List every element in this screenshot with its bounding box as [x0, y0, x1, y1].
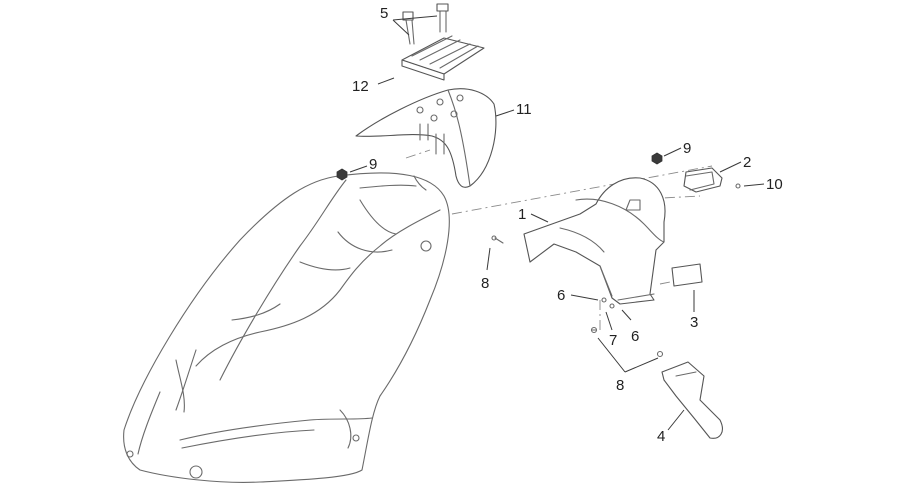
rear-grab-handle: [355, 88, 497, 188]
callout-7: 7: [609, 332, 617, 349]
leader-lines: [349, 15, 765, 431]
mud-flap: [661, 361, 723, 439]
callout-4: 4: [657, 428, 665, 445]
rear-body-cover: [123, 172, 450, 483]
screws: [491, 183, 741, 358]
rubber-pad: [401, 35, 485, 81]
callout-6-right: 6: [631, 328, 639, 345]
callout-6-left: 6: [557, 287, 565, 304]
reflector: [671, 263, 703, 287]
callout-1: 1: [518, 206, 526, 223]
license-light: [683, 167, 723, 193]
callout-2: 2: [743, 154, 751, 171]
callout-3: 3: [690, 314, 698, 331]
callout-10: 10: [766, 176, 783, 193]
callout-9-right: 9: [683, 140, 691, 157]
callout-11: 11: [516, 101, 532, 118]
callout-labels: 5 12 11 9 9 2 10 1 8 6 3 7 6 8 4: [352, 5, 783, 445]
callout-5: 5: [380, 5, 388, 22]
callout-9-left: 9: [369, 156, 377, 173]
callout-12: 12: [352, 78, 369, 95]
license-plate-holder: [523, 177, 666, 305]
nuts: [336, 152, 663, 181]
callout-8-bottom: 8: [616, 377, 624, 394]
callout-8-left: 8: [481, 275, 489, 292]
bolts: [402, 3, 449, 45]
